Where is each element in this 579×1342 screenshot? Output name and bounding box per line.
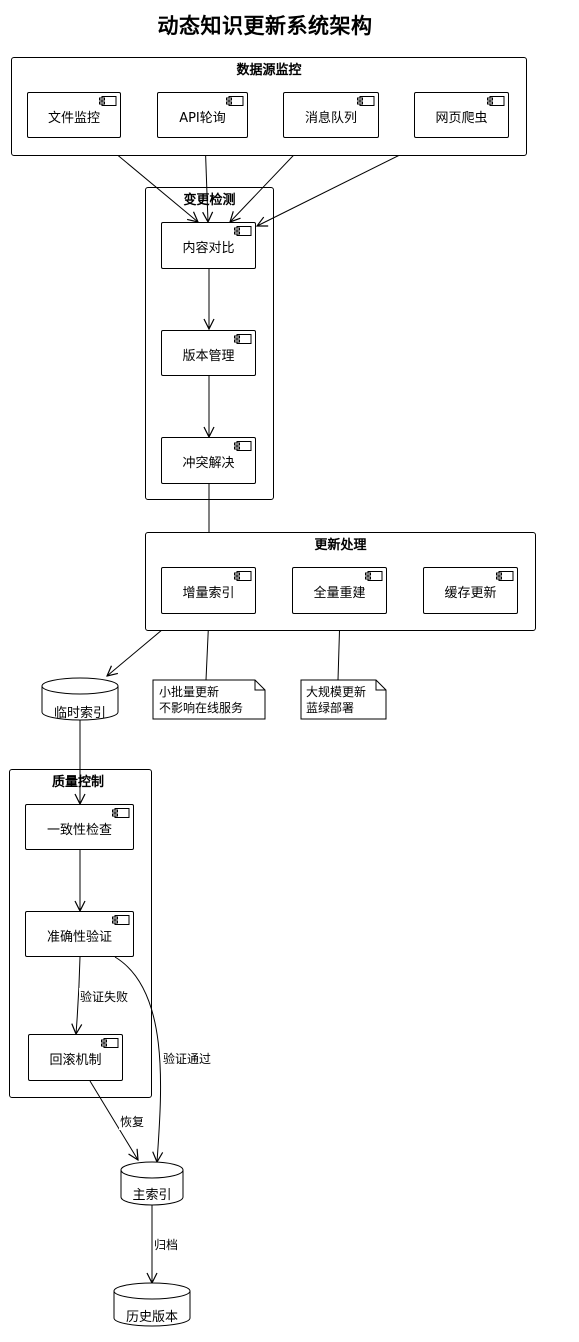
component-icon — [496, 571, 514, 581]
component-icon — [226, 96, 244, 106]
component-label: 冲突解决 — [182, 456, 235, 471]
component-full-rebuild: 全量重建 — [292, 567, 387, 614]
component-icon — [112, 808, 130, 818]
component-label: 文件监控 — [47, 110, 100, 126]
component-label: 增量索引 — [182, 586, 235, 601]
edge-accuracy-to-rollback — [76, 956, 80, 1034]
component-file-monitor: 文件监控 — [27, 92, 121, 138]
component-conflict-resolution: 冲突解决 — [161, 437, 256, 484]
component-label: 消息队列 — [304, 110, 357, 126]
component-icon — [234, 441, 252, 451]
edge-accuracy-to-main — [114, 956, 161, 1162]
component-label: 网页爬虫 — [435, 110, 488, 126]
component-label: 准确性验证 — [46, 929, 112, 945]
note-full-rebuild: 大规模更新 蓝绿部署 — [306, 685, 367, 715]
component-content-diff: 内容对比 — [161, 222, 256, 269]
package-label: 更新处理 — [314, 538, 367, 553]
package-change-detection: 变更检测 — [145, 187, 274, 500]
note-shape-full — [300, 679, 387, 720]
component-cache-update: 缓存更新 — [423, 567, 518, 614]
note-incremental: 小批量更新 不影响在线服务 — [159, 685, 244, 715]
component-label: API轮询 — [179, 110, 226, 126]
component-icon — [234, 334, 252, 344]
database-temp-index — [41, 677, 119, 721]
database-main-index — [120, 1161, 184, 1206]
component-icon — [357, 96, 375, 106]
component-web-crawler: 网页爬虫 — [414, 92, 509, 138]
component-label: 回滚机制 — [49, 1053, 102, 1068]
package-label: 质量控制 — [52, 775, 105, 790]
database-history — [113, 1282, 191, 1327]
component-icon — [99, 96, 117, 106]
edge-label-verify-pass: 验证通过 — [162, 1050, 213, 1067]
edge-label-restore: 恢复 — [119, 1113, 146, 1130]
component-api-poll: API轮询 — [157, 92, 248, 138]
database-label-main-index: 主索引 — [132, 1188, 172, 1203]
component-label: 缓存更新 — [444, 586, 497, 601]
component-label: 内容对比 — [182, 241, 235, 256]
component-label: 一致性检查 — [46, 822, 112, 838]
component-icon — [234, 226, 252, 236]
component-rollback: 回滚机制 — [28, 1034, 123, 1081]
component-message-queue: 消息队列 — [283, 92, 379, 138]
note-shape-incremental — [152, 679, 266, 720]
package-label: 数据源监控 — [236, 63, 302, 78]
component-incremental-index: 增量索引 — [161, 567, 256, 614]
component-version-management: 版本管理 — [161, 330, 256, 376]
edge-label-archive: 归档 — [153, 1236, 180, 1253]
component-label: 全量重建 — [313, 586, 366, 601]
component-icon — [112, 915, 130, 925]
package-quality-control: 质量控制 — [9, 769, 152, 1098]
component-icon — [487, 96, 505, 106]
database-label-temp-index: 临时索引 — [53, 706, 106, 721]
component-label: 版本管理 — [182, 348, 235, 364]
component-icon — [101, 1038, 119, 1048]
edge-label-verify-fail: 验证失败 — [79, 988, 130, 1005]
package-label: 变更检测 — [183, 193, 236, 208]
component-accuracy-verification: 准确性验证 — [25, 911, 134, 957]
edge-rollback-to-main — [89, 1080, 138, 1160]
component-consistency-check: 一致性检查 — [25, 804, 134, 850]
diagram-title: 动态知识更新系统架构 — [157, 14, 373, 38]
database-label-history: 历史版本 — [125, 1310, 178, 1325]
component-icon — [365, 571, 383, 581]
component-icon — [234, 571, 252, 581]
